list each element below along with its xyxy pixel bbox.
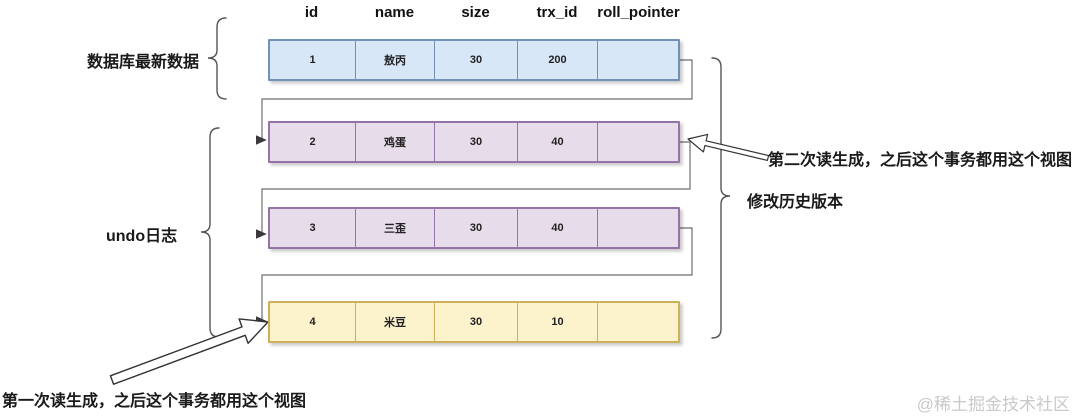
cell-trx-id: 10 xyxy=(517,303,597,341)
cell-trx-id: 200 xyxy=(517,41,597,79)
header-id: id xyxy=(304,4,319,21)
brace-history-versions xyxy=(711,57,731,339)
first-read-arrow xyxy=(109,318,269,385)
header-size: size xyxy=(461,4,490,21)
cell-id: 1 xyxy=(309,54,316,66)
latest-data-label: 数据库最新数据 xyxy=(87,54,200,71)
readview-row: 4 米豆 30 10 xyxy=(268,301,680,343)
record-row-latest: 1 敖丙 30 200 xyxy=(268,39,680,81)
header-trx-id: trx_id xyxy=(536,4,578,21)
header-name: name xyxy=(374,4,415,21)
cell-name: 敖丙 xyxy=(355,41,434,79)
cell-trx-id: 40 xyxy=(517,209,597,247)
second-read-arrow xyxy=(687,133,770,161)
cell-name: 米豆 xyxy=(355,303,434,341)
cell-size: 30 xyxy=(434,41,517,79)
cell-roll-pointer xyxy=(597,209,678,247)
first-read-note: 第一次读生成，之后这个事务都用这个视图 xyxy=(2,393,307,410)
cell-roll-pointer xyxy=(597,123,678,161)
brace-undo-log xyxy=(200,127,220,338)
brace-latest-data xyxy=(207,17,227,100)
second-read-note: 第二次读生成，之后这个事务都用这个视图 xyxy=(768,152,1073,169)
cell-name: 鸡蛋 xyxy=(355,123,434,161)
undo-row-1: 2 鸡蛋 30 40 xyxy=(268,121,680,163)
cell-size: 30 xyxy=(434,303,517,341)
cell-roll-pointer xyxy=(597,41,678,79)
cell-size: 30 xyxy=(434,209,517,247)
cell-id: 4 xyxy=(309,316,316,328)
undo-log-label: undo日志 xyxy=(106,228,178,245)
cell-name: 三歪 xyxy=(355,209,434,247)
cell-id: 3 xyxy=(309,222,316,234)
cell-trx-id: 40 xyxy=(517,123,597,161)
cell-id: 2 xyxy=(309,136,316,148)
table-header-row: id name size trx_id roll_pointer xyxy=(268,4,680,21)
undo-row-2: 3 三歪 30 40 xyxy=(268,207,680,249)
watermark: @稀土掘金技术社区 xyxy=(916,395,1070,414)
cell-roll-pointer xyxy=(597,303,678,341)
header-roll-pointer: roll_pointer xyxy=(597,4,680,21)
history-versions-label: 修改历史版本 xyxy=(747,194,844,211)
cell-size: 30 xyxy=(434,123,517,161)
